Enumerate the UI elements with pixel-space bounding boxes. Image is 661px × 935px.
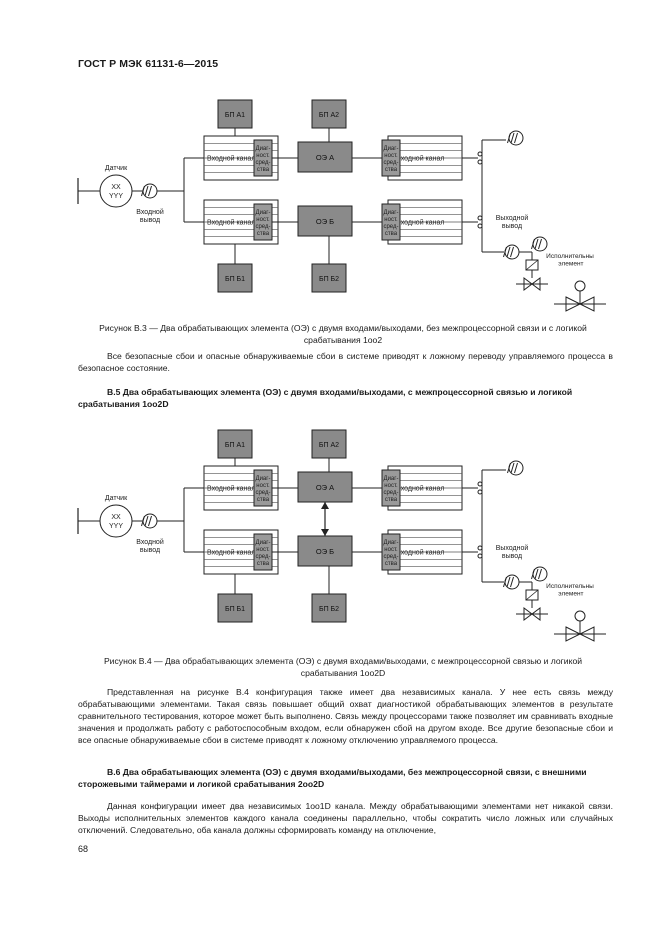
output-terminal-icon — [503, 244, 520, 260]
input-channel-b-label: Входной канал — [207, 549, 255, 557]
top-terminal-icon — [507, 460, 524, 476]
psu-b2-box — [311, 593, 347, 623]
psu-a2-box-label: БП А2 — [319, 112, 339, 119]
relay-a-contact-1 — [477, 151, 483, 157]
psu-a1-box — [217, 429, 253, 459]
relay-b-contact-1 — [477, 545, 483, 551]
diag-out-a-label: Диаг-ност.сред-ства — [383, 146, 398, 173]
output-channel-b-label: Выходной канал — [391, 219, 445, 227]
relay-a-contact-2 — [477, 489, 483, 495]
psu-a1-box-label: БП А1 — [225, 442, 245, 449]
diag-in-b-label: Диаг-ност.сред-ства — [255, 210, 270, 237]
psu-a2-box — [311, 99, 347, 129]
paragraph-1: Все безопасные сбои и опасные обнаружива… — [78, 351, 613, 373]
output-channel-b-label: Выходной канал — [391, 549, 445, 557]
pe-a-box — [297, 471, 353, 503]
diag-in-a-label: Диаг-ност.сред-ства — [255, 476, 270, 503]
psu-b2-box — [311, 263, 347, 293]
input-terminal-icon — [141, 513, 158, 529]
pe-b-label: ОЭ Б — [316, 217, 334, 226]
pe-a-label: ОЭ А — [316, 483, 334, 492]
sensor-circle — [99, 174, 133, 208]
actuator-terminal-icon — [531, 566, 548, 582]
output-channel-a-label: Выходной канал — [391, 485, 445, 493]
figure-b4-caption: Рисунок В.4 — Два обрабатывающих элемент… — [103, 656, 583, 678]
input-channel-b-label: Входной канал — [207, 219, 255, 227]
solenoid-diag — [525, 259, 539, 271]
diag-in-b-label: Диаг-ност.сред-ства — [255, 540, 270, 567]
input-terminal-icon — [141, 183, 158, 199]
sensor-circle — [99, 504, 133, 538]
actuator-label: Исполнительны элемент — [546, 583, 594, 598]
process-valve-actuator — [574, 610, 586, 622]
psu-a2-box-label: БП А2 — [319, 442, 339, 449]
page-number: 68 — [78, 844, 89, 854]
link-arrow-up — [321, 502, 329, 509]
pe-a-box — [297, 141, 353, 173]
relay-a-contact-2 — [477, 159, 483, 165]
diag-out-a-label: Диаг-ност.сред-ства — [383, 476, 398, 503]
link-arrow-down — [321, 529, 329, 536]
section-b5-heading: В.5 Два обрабатывающих элемента (ОЭ) с д… — [78, 387, 573, 409]
sensor-xx: XX — [111, 184, 121, 191]
diag-out-b-label: Диаг-ност.сред-ства — [383, 210, 398, 237]
sensor-label: Датчик — [105, 495, 128, 502]
section-b6-heading: В.6 Два обрабатывающих элемента (ОЭ) с д… — [78, 767, 587, 789]
actuator-label: Исполнительны элемент — [546, 253, 594, 268]
top-terminal-icon — [507, 130, 524, 146]
sensor-yyy: YYY — [109, 193, 123, 200]
figure-b3-caption: Рисунок В.3 — Два обрабатывающих элемент… — [99, 323, 587, 345]
paragraph-2: Представленная на рисунке В.4 конфигурац… — [78, 687, 613, 745]
diag-out-b-label: Диаг-ност.сред-ства — [383, 540, 398, 567]
relay-b-contact-2 — [477, 553, 483, 559]
psu-b2-box-label: БП Б2 — [319, 276, 339, 283]
output-terminal-icon — [503, 574, 520, 590]
solenoid-diag — [525, 589, 539, 601]
output-channel-a-label: Выходной канал — [391, 155, 445, 163]
input-channel-a-label: Входной канал — [207, 485, 255, 493]
pe-b-label: ОЭ Б — [316, 547, 334, 556]
psu-b1-box-label: БП Б1 — [225, 276, 245, 283]
relay-b-contact-2 — [477, 223, 483, 229]
pe-b-box — [297, 205, 353, 237]
paragraph-3: Данная конфигурации имеет два независимы… — [78, 801, 613, 835]
diag-in-a-label: Диаг-ност.сред-ства — [255, 146, 270, 173]
psu-b2-box-label: БП Б2 — [319, 606, 339, 613]
psu-b1-box-label: БП Б1 — [225, 606, 245, 613]
psu-a1-box-label: БП А1 — [225, 112, 245, 119]
sensor-yyy: YYY — [109, 523, 123, 530]
actuator-terminal-icon — [531, 236, 548, 252]
process-valve-actuator — [574, 280, 586, 292]
pe-b-box — [297, 535, 353, 567]
sensor-label: Датчик — [105, 165, 128, 172]
relay-a-contact-1 — [477, 481, 483, 487]
document-header: ГОСТ Р МЭК 61131-6—2015 — [78, 58, 219, 70]
psu-a1-box — [217, 99, 253, 129]
relay-b-contact-1 — [477, 215, 483, 221]
pe-a-label: ОЭ А — [316, 153, 334, 162]
input-channel-a-label: Входной канал — [207, 155, 255, 163]
sensor-xx: XX — [111, 514, 121, 521]
